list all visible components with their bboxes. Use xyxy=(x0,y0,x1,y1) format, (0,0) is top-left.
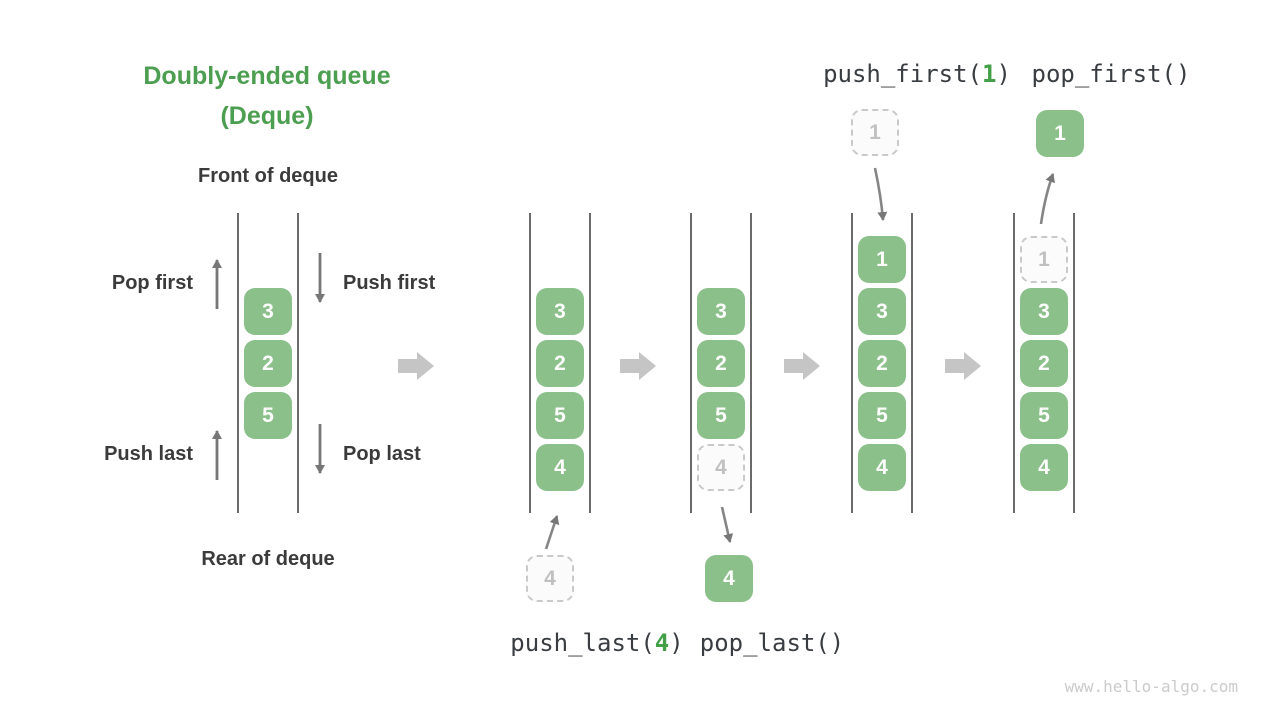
ghost-cell-dashed: 4 xyxy=(697,444,745,491)
deque-cell: 2 xyxy=(1020,340,1068,387)
flow-arrow-2 xyxy=(620,352,656,380)
deque-cell: 5 xyxy=(697,392,745,439)
code-text: push_first( xyxy=(823,60,983,88)
deque-cell: 3 xyxy=(536,288,584,335)
front-of-deque-label: Front of deque xyxy=(198,165,338,187)
queue-state-pop-first: 1 3 2 5 4 xyxy=(1013,213,1075,513)
queue-wall xyxy=(911,213,913,513)
deque-cell: 2 xyxy=(536,340,584,387)
queue-wall xyxy=(589,213,591,513)
queue-state-initial: 3 2 5 xyxy=(237,213,299,513)
pop-last-label: Pop last xyxy=(343,443,421,465)
flow-arrow-3 xyxy=(784,352,820,380)
pop-first-code-label: pop_first() xyxy=(1031,60,1191,88)
queue-wall xyxy=(690,213,692,513)
deque-cell: 3 xyxy=(697,288,745,335)
queue-wall xyxy=(1073,213,1075,513)
pop-first-label: Pop first xyxy=(111,272,193,294)
push-last-insert-arrow xyxy=(544,515,560,550)
pop-last-code-label: pop_last() xyxy=(699,629,845,657)
push-first-code-label: push_first(1) xyxy=(817,60,1017,88)
deque-cell: 4 xyxy=(858,444,906,491)
deque-cell: 4 xyxy=(536,444,584,491)
code-arg: 4 xyxy=(654,629,670,657)
push-last-label: Push last xyxy=(104,443,193,465)
ghost-cell-dashed: 1 xyxy=(1020,236,1068,283)
deque-cell: 5 xyxy=(244,392,292,439)
deque-cell: 5 xyxy=(858,392,906,439)
code-text: ) xyxy=(669,629,684,657)
rear-of-deque-label: Rear of deque xyxy=(201,548,335,570)
queue-wall xyxy=(1013,213,1015,513)
deque-cell: 4 xyxy=(1020,444,1068,491)
push-last-code-label: push_last(4) xyxy=(497,629,697,657)
title-line-2: (Deque) xyxy=(220,102,314,130)
outgoing-cell: 1 xyxy=(1036,110,1084,157)
diagram-title: Doubly-ended queue (Deque) xyxy=(87,56,447,136)
code-text: push_last( xyxy=(510,629,655,657)
queue-state-push-last: 3 2 5 4 xyxy=(529,213,591,513)
flow-arrow-1 xyxy=(398,352,434,380)
push-first-label: Push first xyxy=(343,272,436,294)
queue-state-pop-last: 3 2 5 4 xyxy=(690,213,752,513)
deque-cell: 3 xyxy=(858,288,906,335)
deque-cell: 3 xyxy=(244,288,292,335)
code-text: ) xyxy=(996,60,1011,88)
deque-cell: 2 xyxy=(697,340,745,387)
queue-wall xyxy=(750,213,752,513)
flow-arrow-4 xyxy=(945,352,981,380)
queue-wall xyxy=(529,213,531,513)
outgoing-cell: 4 xyxy=(705,555,753,602)
title-line-1: Doubly-ended queue xyxy=(143,62,391,90)
queue-state-push-first: 1 3 2 5 4 xyxy=(851,213,913,513)
queue-wall xyxy=(297,213,299,513)
queue-wall xyxy=(851,213,853,513)
watermark: www.hello-algo.com xyxy=(1064,677,1238,696)
deque-cell: 3 xyxy=(1020,288,1068,335)
deque-cell: 5 xyxy=(1020,392,1068,439)
incoming-cell-dashed: 1 xyxy=(851,109,899,156)
incoming-cell-dashed: 4 xyxy=(526,555,574,602)
queue-wall xyxy=(237,213,239,513)
deque-cell: 2 xyxy=(858,340,906,387)
deque-cell: 1 xyxy=(858,236,906,283)
code-arg: 1 xyxy=(982,60,997,88)
deque-cell: 2 xyxy=(244,340,292,387)
deque-cell: 5 xyxy=(536,392,584,439)
